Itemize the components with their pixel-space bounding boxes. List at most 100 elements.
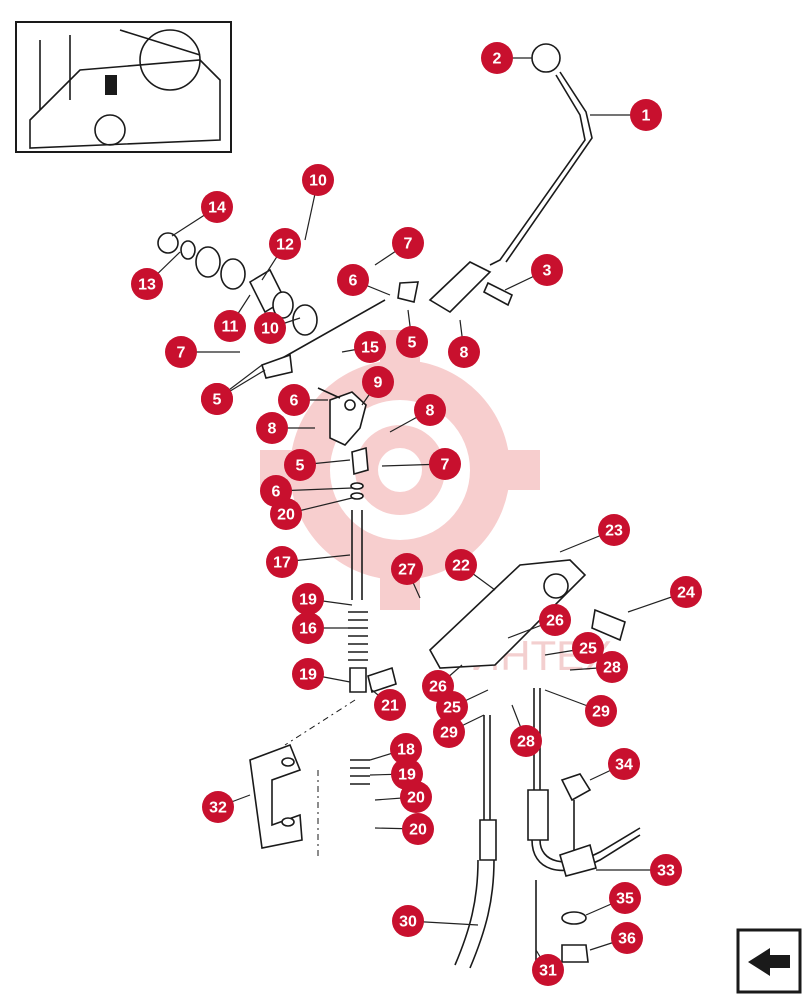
callout-circle — [650, 854, 682, 886]
callout-circle — [337, 264, 369, 296]
callout-circle — [256, 412, 288, 444]
callout-30[interactable]: 30 — [392, 905, 424, 937]
control-cables — [454, 688, 641, 975]
callout-8[interactable]: 8 — [414, 394, 446, 426]
callout-27[interactable]: 27 — [391, 553, 423, 585]
callout-8[interactable]: 8 — [448, 336, 480, 368]
callout-label: 27 — [398, 562, 416, 579]
callout-5[interactable]: 5 — [396, 326, 428, 358]
callout-13[interactable]: 13 — [131, 268, 163, 300]
callout-3[interactable]: 3 — [531, 254, 563, 286]
callout-22[interactable]: 22 — [445, 549, 477, 581]
callout-label: 3 — [543, 263, 552, 280]
callout-label: 6 — [290, 393, 299, 410]
callout-7[interactable]: 7 — [165, 336, 197, 368]
callout-circle — [201, 191, 233, 223]
callout-17[interactable]: 17 — [266, 546, 298, 578]
callout-1[interactable]: 1 — [630, 99, 662, 131]
callout-16[interactable]: 16 — [292, 612, 324, 644]
callout-label: 12 — [276, 237, 294, 254]
callout-21[interactable]: 21 — [374, 689, 406, 721]
callout-label: 7 — [404, 236, 413, 253]
callout-24[interactable]: 24 — [670, 576, 702, 608]
callout-label: 17 — [273, 555, 291, 572]
callout-circle — [510, 725, 542, 757]
callout-label: 31 — [539, 963, 557, 980]
callout-circle — [400, 781, 432, 813]
callout-32[interactable]: 32 — [202, 791, 234, 823]
callout-circle — [572, 632, 604, 664]
callout-15[interactable]: 15 — [354, 331, 386, 363]
callout-circle — [596, 651, 628, 683]
callout-6[interactable]: 6 — [278, 384, 310, 416]
callout-circle — [532, 954, 564, 986]
callout-label: 29 — [440, 725, 458, 742]
callout-circle — [254, 312, 286, 344]
callout-33[interactable]: 33 — [650, 854, 682, 886]
callout-label: 28 — [517, 734, 535, 751]
callout-circle — [292, 658, 324, 690]
callout-36[interactable]: 36 — [611, 922, 643, 954]
callout-6[interactable]: 6 — [337, 264, 369, 296]
callout-35[interactable]: 35 — [609, 882, 641, 914]
callout-circle — [531, 254, 563, 286]
callout-label: 14 — [208, 200, 226, 217]
callout-7[interactable]: 7 — [392, 227, 424, 259]
callout-circle — [630, 99, 662, 131]
callout-label: 5 — [296, 458, 305, 475]
callout-5[interactable]: 5 — [201, 383, 233, 415]
callout-label: 20 — [407, 790, 425, 807]
callout-2[interactable]: 2 — [481, 42, 513, 74]
callout-label: 29 — [592, 704, 610, 721]
callout-10[interactable]: 10 — [302, 164, 334, 196]
callout-circle — [302, 164, 334, 196]
callout-label: 16 — [299, 621, 317, 638]
callout-28[interactable]: 28 — [510, 725, 542, 757]
callout-14[interactable]: 14 — [201, 191, 233, 223]
callout-circle — [214, 310, 246, 342]
callout-circle — [374, 689, 406, 721]
callout-29[interactable]: 29 — [585, 695, 617, 727]
callout-5[interactable]: 5 — [284, 449, 316, 481]
callout-circle — [392, 227, 424, 259]
callout-circle — [422, 670, 454, 702]
callout-label: 19 — [398, 767, 416, 784]
callout-label: 18 — [397, 742, 415, 759]
callout-28[interactable]: 28 — [596, 651, 628, 683]
callout-26[interactable]: 26 — [539, 604, 571, 636]
callout-circle — [391, 553, 423, 585]
callout-26[interactable]: 26 — [422, 670, 454, 702]
callout-label: 7 — [177, 345, 186, 362]
callout-20[interactable]: 20 — [270, 498, 302, 530]
callout-20[interactable]: 20 — [402, 813, 434, 845]
callout-10[interactable]: 10 — [254, 312, 286, 344]
callout-20[interactable]: 20 — [400, 781, 432, 813]
callout-label: 10 — [261, 321, 279, 338]
callout-23[interactable]: 23 — [598, 514, 630, 546]
callout-label: 21 — [381, 698, 399, 715]
callout-circle — [292, 583, 324, 615]
callout-25[interactable]: 25 — [572, 632, 604, 664]
callout-label: 24 — [677, 585, 695, 602]
callout-8[interactable]: 8 — [256, 412, 288, 444]
callout-label: 25 — [579, 641, 597, 658]
callout-circle — [362, 366, 394, 398]
callout-label: 22 — [452, 558, 470, 575]
callout-label: 10 — [309, 173, 327, 190]
callout-19[interactable]: 19 — [292, 658, 324, 690]
callout-11[interactable]: 11 — [214, 310, 246, 342]
callout-29[interactable]: 29 — [433, 716, 465, 748]
next-page-arrow-icon[interactable] — [736, 928, 802, 994]
callout-19[interactable]: 19 — [292, 583, 324, 615]
callout-label: 23 — [605, 523, 623, 540]
cable-clamp — [559, 773, 597, 963]
callout-18[interactable]: 18 — [390, 733, 422, 765]
callout-12[interactable]: 12 — [269, 228, 301, 260]
callout-label: 8 — [460, 345, 469, 362]
callout-9[interactable]: 9 — [362, 366, 394, 398]
callout-31[interactable]: 31 — [532, 954, 564, 986]
callout-circle — [266, 546, 298, 578]
callout-7[interactable]: 7 — [429, 448, 461, 480]
callout-34[interactable]: 34 — [608, 748, 640, 780]
